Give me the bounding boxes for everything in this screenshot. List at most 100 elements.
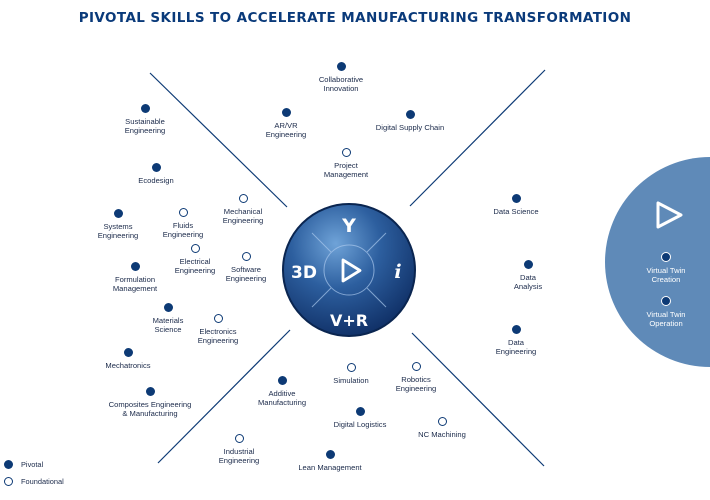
skill-label: Data Science xyxy=(493,207,539,216)
compass-y-icon: Y xyxy=(341,215,356,237)
skill-label: Composites Engineering & Manufacturing xyxy=(108,400,192,419)
pivotal-marker xyxy=(325,450,335,459)
pivotal-marker xyxy=(336,62,346,71)
pivotal-marker xyxy=(113,209,123,218)
virtual-twin-item: Virtual Twin Creation xyxy=(621,252,710,285)
skill-label: Materials Science xyxy=(152,316,184,335)
pivotal-marker xyxy=(511,325,521,334)
pivotal-marker xyxy=(145,387,155,396)
foundational-marker xyxy=(341,148,351,157)
pivotal-marker xyxy=(355,407,365,416)
virtual-twin-label: Virtual Twin Operation xyxy=(646,310,686,329)
legend-label: Foundational xyxy=(21,477,64,486)
skill-node: Collaborative Innovation xyxy=(276,62,406,94)
skill-node: Composites Engineering & Manufacturing xyxy=(85,387,215,419)
skill-node: Electronics Engineering xyxy=(153,314,283,346)
play-icon xyxy=(656,201,683,229)
foundational-marker xyxy=(234,434,244,443)
skill-node: Robotics Engineering xyxy=(351,362,481,394)
skill-label: Sustainable Engineering xyxy=(124,117,166,136)
foundational-marker xyxy=(346,363,356,372)
skill-label: Electronics Engineering xyxy=(197,327,239,346)
skill-label: Fluids Engineering xyxy=(162,221,204,240)
skill-node: Formulation Management xyxy=(70,262,200,294)
divider-line-top-right xyxy=(409,69,546,207)
skill-node: AR/VR Engineering xyxy=(221,108,351,140)
skill-node: Project Management xyxy=(281,148,411,180)
skill-label: Software Engineering xyxy=(225,265,267,284)
skill-node: Data Science xyxy=(451,194,581,216)
virtual-twin-panel xyxy=(605,157,710,367)
pivotal-marker xyxy=(151,163,161,172)
foundational-marker xyxy=(178,208,188,217)
foundational-marker xyxy=(4,477,13,486)
pivotal-marker xyxy=(661,252,671,262)
skill-label: Data Analysis xyxy=(513,273,543,292)
foundational-marker xyxy=(411,362,421,371)
virtual-twin-label: Virtual Twin Creation xyxy=(646,266,686,285)
pivotal-marker xyxy=(511,194,521,203)
skill-label: Mechatronics xyxy=(105,361,151,370)
skill-node: Fluids Engineering xyxy=(118,208,248,240)
skill-label: NC Machining xyxy=(418,430,466,439)
skill-label: Industrial Engineering xyxy=(218,447,260,466)
skill-node: NC Machining xyxy=(377,417,507,439)
skill-node: Industrial Engineering xyxy=(174,434,304,466)
divider-line-bottom-right xyxy=(411,332,545,467)
virtual-twin-item: Virtual Twin Operation xyxy=(621,296,710,329)
skill-node: Mechatronics xyxy=(63,348,193,370)
skill-node: Additive Manufacturing xyxy=(217,376,347,408)
foundational-marker xyxy=(238,194,248,203)
skill-node: Simulation xyxy=(286,363,416,385)
center-logo-left: 3D xyxy=(291,263,317,283)
divider-line-bottom-left xyxy=(157,329,291,464)
divider-line-top-left xyxy=(149,72,288,208)
skill-label: Simulation xyxy=(333,376,369,385)
foundational-marker xyxy=(437,417,447,426)
skill-node: Systems Engineering xyxy=(53,209,183,241)
play-icon xyxy=(341,258,362,283)
legend-item-pivotal: Pivotal xyxy=(4,460,43,469)
foundational-marker xyxy=(190,244,200,253)
center-logo: Y 3D i V+R xyxy=(282,203,416,337)
skill-label: Systems Engineering xyxy=(97,222,139,241)
skill-label: Collaborative Innovation xyxy=(318,75,364,94)
skill-node: Data Analysis xyxy=(463,260,593,292)
skill-node: Digital Supply Chain xyxy=(345,110,475,132)
pivotal-marker xyxy=(277,376,287,385)
skill-node: Ecodesign xyxy=(91,163,221,185)
legend-label: Pivotal xyxy=(21,460,44,469)
foundational-marker xyxy=(241,252,251,261)
skill-node: Digital Logistics xyxy=(295,407,425,429)
pivotal-marker xyxy=(163,303,173,312)
skill-label: Project Management xyxy=(323,161,369,180)
pivotal-marker xyxy=(281,108,291,117)
skill-label: Data Engineering xyxy=(495,338,537,357)
skill-node: Sustainable Engineering xyxy=(80,104,210,136)
pivotal-marker xyxy=(130,262,140,271)
skill-label: Formulation Management xyxy=(112,275,158,294)
skill-label: Lean Management xyxy=(298,463,362,472)
pivotal-marker xyxy=(405,110,415,119)
pivotal-marker xyxy=(140,104,150,113)
legend-item-foundational: Foundational xyxy=(4,477,64,486)
skill-label: Robotics Engineering xyxy=(395,375,437,394)
pivotal-marker xyxy=(4,460,13,469)
skill-node: Data Engineering xyxy=(451,325,581,357)
skill-node: Electrical Engineering xyxy=(130,244,260,276)
skill-label: AR/VR Engineering xyxy=(265,121,307,140)
center-logo-bottom: V+R xyxy=(330,311,368,330)
skill-label: Ecodesign xyxy=(138,176,174,185)
foundational-marker xyxy=(213,314,223,323)
skill-label: Digital Logistics xyxy=(333,420,387,429)
skill-node: Lean Management xyxy=(265,450,395,472)
skill-label: Mechanical Engineering xyxy=(222,207,264,226)
skill-label: Electrical Engineering xyxy=(174,257,216,276)
pivotal-marker xyxy=(661,296,671,306)
skill-node: Mechanical Engineering xyxy=(178,194,308,226)
skill-node: Materials Science xyxy=(103,303,233,335)
center-logo-right: i xyxy=(394,261,401,283)
diagram-title: PIVOTAL SKILLS TO ACCELERATE MANUFACTURI… xyxy=(78,10,632,26)
pivotal-marker xyxy=(123,348,133,357)
